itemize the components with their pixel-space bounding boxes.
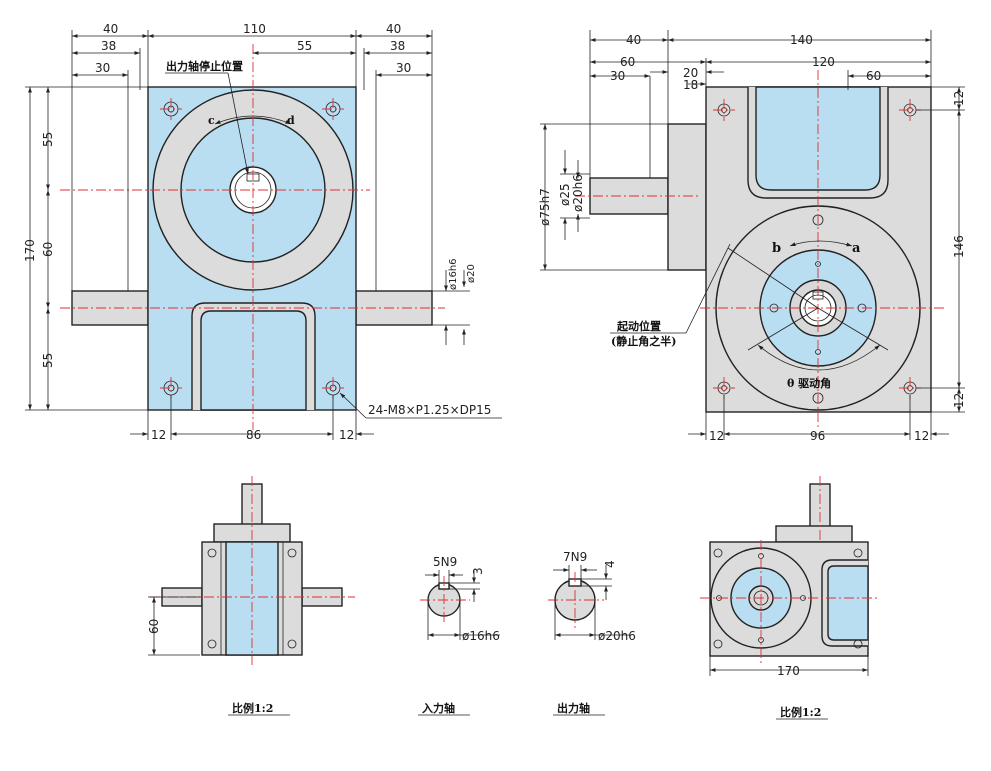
output-stop-label: 出力轴停止位置	[166, 59, 243, 73]
output-shaft-caption: 出力轴	[557, 701, 590, 715]
side-dim-146: 146	[952, 235, 966, 258]
side-shaft-collar	[667, 123, 707, 271]
side-dim-40: 40	[626, 33, 641, 47]
side-bottom-dimlines	[688, 395, 949, 440]
side-view: b a θ 驱动角 起动位置 (静止角之半)	[538, 30, 966, 443]
front-right-dimlines	[432, 270, 470, 345]
front-dim-12-left: 12	[151, 428, 166, 442]
output-depth-dim: 4	[603, 560, 617, 568]
bottom-right-view: 170 比例1:2	[700, 476, 880, 720]
front-dim-d20: ø20	[466, 264, 477, 283]
front-dim-40-right: 40	[386, 22, 401, 36]
br-caption: 比例1:2	[780, 705, 821, 719]
front-top-dimlines	[71, 30, 433, 295]
bl-dim-60: 60	[147, 619, 161, 634]
front-bottom-dimlines	[130, 395, 374, 440]
side-dim-d75h7: ø75h7	[538, 188, 552, 226]
br-side-channel-inner	[827, 565, 869, 641]
side-dim-d25: ø25	[558, 183, 572, 206]
front-dim-30-right: 30	[396, 61, 411, 75]
front-dim-d16h6: ø16h6	[448, 258, 459, 290]
front-dim-55-top: 55	[41, 132, 55, 147]
input-key-dim: 5N9	[433, 555, 457, 569]
front-dim-38-left: 38	[101, 39, 116, 53]
side-dim-30: 30	[610, 69, 625, 83]
start-pos-label-1: 起动位置	[616, 319, 661, 333]
thread-note: 24-M8×P1.25×DP15	[368, 403, 491, 417]
front-dim-55-bottom: 55	[41, 353, 55, 368]
front-dir-c: c	[208, 114, 215, 127]
front-dim-110: 110	[243, 22, 266, 36]
front-dim-12-right: 12	[339, 428, 354, 442]
input-depth-dim: 3	[471, 567, 485, 575]
br-dim-170: 170	[777, 664, 800, 678]
front-dim-60: 60	[41, 242, 55, 257]
side-top-dimlines	[589, 30, 932, 180]
side-dim-12-left: 12	[709, 429, 724, 443]
front-dim-38-right: 38	[390, 39, 405, 53]
output-dia-dim: ø20h6	[598, 629, 636, 643]
side-dim-120: 120	[812, 55, 835, 69]
front-dir-d: d	[287, 114, 295, 127]
br-collar	[775, 525, 853, 543]
input-shaft-section: 5N9 3 ø16h6 入力轴	[418, 555, 500, 716]
side-dim-60: 60	[620, 55, 635, 69]
side-dir-b: b	[772, 241, 781, 256]
side-dim-140: 140	[790, 33, 813, 47]
side-right-dimlines	[916, 86, 965, 413]
side-dim-d20h6: ø20h6	[571, 174, 585, 212]
front-dim-170: 170	[23, 239, 37, 262]
output-key-dim: 7N9	[563, 550, 587, 564]
bl-caption: 比例1:2	[232, 701, 273, 715]
side-dim-12-bottom: 12	[952, 393, 966, 408]
output-shaft-section: 7N9 4 ø20h6 出力轴	[548, 550, 636, 716]
front-left-dimlines	[25, 86, 148, 411]
front-dim-40-left: 40	[103, 22, 118, 36]
side-dim-12-top: 12	[952, 91, 966, 106]
side-dim-60-right: 60	[866, 69, 881, 83]
side-dim-18: 18	[683, 78, 698, 92]
input-shaft-caption: 入力轴	[422, 701, 455, 715]
start-pos-label-2: (静止角之半)	[611, 334, 676, 348]
side-dim-12-right: 12	[914, 429, 929, 443]
side-dim-96: 96	[810, 429, 825, 443]
front-dim-86: 86	[246, 428, 261, 442]
front-dim-30-left: 30	[95, 61, 110, 75]
side-dim-20: 20	[683, 66, 698, 80]
front-lower-channel-inner	[200, 310, 307, 411]
bottom-left-view: 60 比例1:2	[147, 476, 355, 716]
front-dim-55: 55	[297, 39, 312, 53]
side-dir-a: a	[852, 241, 861, 256]
side-left-dimlines	[540, 123, 668, 271]
drive-angle-label: θ 驱动角	[787, 376, 831, 390]
input-dia-dim: ø16h6	[462, 629, 500, 643]
front-view: c d 出力轴停止位置 40 110 40 38 55 38	[23, 22, 502, 442]
